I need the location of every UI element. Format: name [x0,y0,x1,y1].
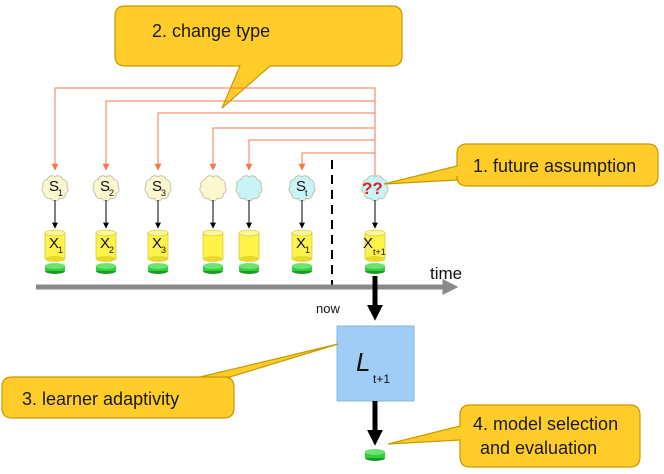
callout-change-type: 2. change type [114,5,403,109]
future-state-marks: ?? [362,179,383,198]
state-1-letter: S [49,178,59,195]
state-2-subscript: 2 [109,188,114,198]
connector-s5 [245,139,375,171]
state-3-subscript: 3 [161,188,166,198]
callout-learner-adaptivity: 3. learner adaptivity [1,343,339,419]
now-label: now [316,301,340,316]
connector-s4 [209,127,375,171]
state-to-data-arrows [52,200,378,229]
callout-change-type-label: 2. change type [152,21,270,41]
state-cloud-4 [199,175,227,202]
connector-s1 [51,87,376,176]
state-2-letter: S [100,178,110,195]
dataset-6-letter: X [296,235,306,252]
learner-subscript: t+1 [373,372,390,386]
change-type-connectors [51,87,376,176]
dataset-1-subscript: 1 [58,245,63,255]
dataset-2-subscript: 2 [109,245,114,255]
callout-model-selection-line1: 4. model selection [473,414,618,434]
dataset-3-subscript: 3 [161,245,166,255]
dataset-6-subscript: 1 [305,245,310,255]
future-dataset-letter: X [363,235,373,252]
callout-model-selection: 4. model selection and evaluation [387,404,641,468]
future-dataset-subscript: t+1 [373,247,386,257]
state-6-subscript: t [305,188,308,198]
state-3-letter: S [152,178,162,195]
connector-s2 [102,100,375,171]
callout-learner-adaptivity-label: 3. learner adaptivity [22,389,179,409]
model-base [365,449,385,461]
dataset-1-letter: X [49,235,59,252]
dataset-1: X1 [44,229,66,274]
dataset-2: X2 [95,229,117,274]
connector-s3 [154,112,375,171]
state-cloud-5 [235,175,263,202]
state-1-subscript: 1 [58,188,63,198]
state-6-letter: S [296,178,306,195]
dataset-5 [238,229,260,274]
dataset-6: X1 [291,229,313,274]
learner-box: L t+1 [336,325,415,402]
callout-future-assumption: 1. future assumption [383,143,659,187]
time-axis-label: time [430,264,462,283]
connector-s6 [298,152,375,171]
future-state: ?? [361,175,389,202]
dataset-2-letter: X [100,235,110,252]
dataset-3: X3 [147,229,169,274]
callout-future-assumption-label: 1. future assumption [473,156,636,176]
learner-letter: L [356,347,370,377]
dataset-3-letter: X [152,235,162,252]
callout-model-selection-line2: and evaluation [480,438,597,458]
dataset-4 [202,229,224,274]
